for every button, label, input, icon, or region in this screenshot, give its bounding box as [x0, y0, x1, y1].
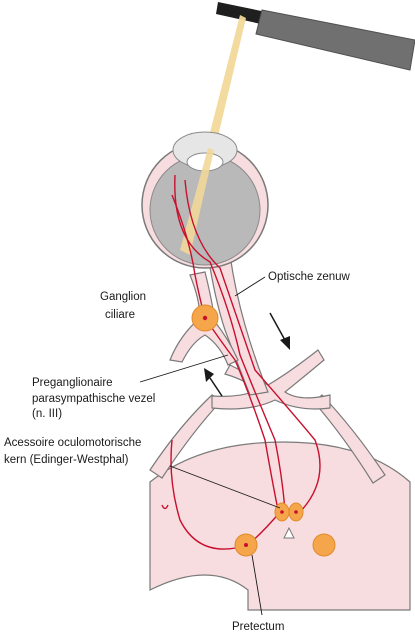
optic-nerve-shape — [207, 254, 269, 396]
label-nucleus-line2: kern (Edinger-Westphal) — [4, 454, 129, 466]
label-nucleus-line1: Acessoire oculomotorische — [4, 437, 141, 449]
pretectal-nuclei — [234, 533, 336, 557]
optic-tracts — [149, 394, 386, 484]
label-pregang-line2: parasympathische vezel — [32, 393, 155, 405]
label-ganglion-line1: Ganglion — [100, 291, 146, 303]
nerve-pathways — [161, 174, 321, 550]
eyeball — [141, 131, 269, 269]
direction-arrows — [204, 312, 290, 397]
label-pregang-line1: Preganglionaire — [32, 377, 113, 389]
label-pregang-line3: (n. III) — [32, 408, 62, 420]
optic-chiasm — [211, 349, 331, 410]
label-optic-nerve: Optische zenuw — [268, 271, 351, 283]
light-beam-inner — [180, 148, 214, 255]
flashlight — [216, 2, 415, 71]
leader-lines — [139, 276, 281, 616]
label-ganglion-line2: ciliare — [105, 309, 135, 321]
label-pretectum: Pretectum — [232, 621, 284, 633]
